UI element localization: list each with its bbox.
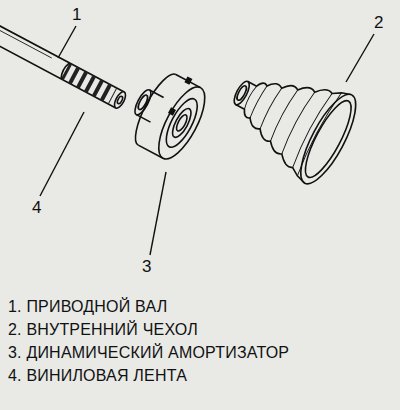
parts-list-item: 4. ВИНИЛОВАЯ ЛЕНТА — [8, 367, 187, 385]
inner-boot — [214, 47, 366, 191]
leader-lines — [40, 26, 374, 255]
drive-shaft — [0, 12, 128, 110]
vinyl-tape — [61, 63, 117, 104]
parts-list-item: 2. ВНУТРЕННИЙ ЧЕХОЛ — [8, 321, 198, 339]
parts-list-item: 1. ПРИВОДНОЙ ВАЛ — [8, 298, 167, 316]
callout-number: 4 — [32, 199, 41, 218]
callout-number: 2 — [374, 14, 383, 33]
callout-number: 1 — [72, 6, 81, 25]
dynamic-damper — [120, 62, 215, 165]
parts-list-item: 3. ДИНАМИЧЕСКИЙ АМОРТИЗАТОР — [8, 344, 289, 362]
callout-number: 3 — [142, 258, 151, 277]
